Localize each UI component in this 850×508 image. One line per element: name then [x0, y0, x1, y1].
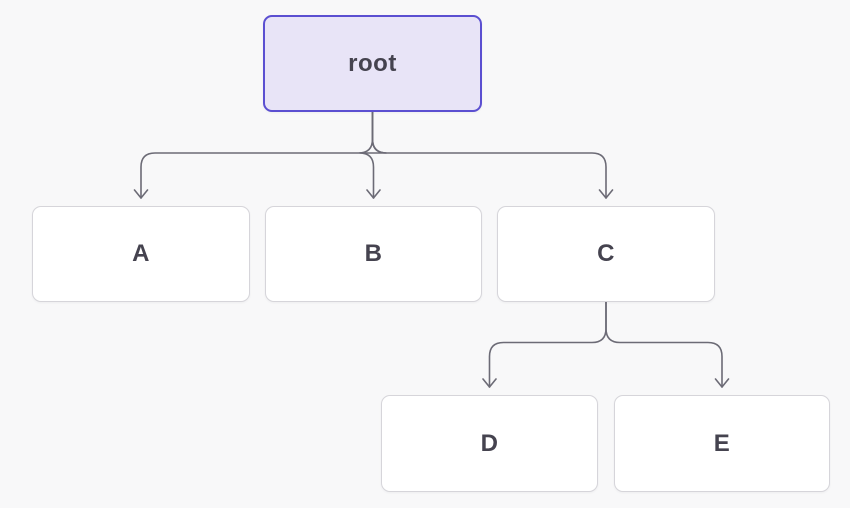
- node-d[interactable]: D: [381, 395, 598, 492]
- node-root[interactable]: root: [263, 15, 482, 112]
- node-b-label: B: [364, 240, 383, 267]
- node-c[interactable]: C: [497, 206, 715, 302]
- node-e[interactable]: E: [614, 395, 830, 492]
- node-a-label: A: [132, 240, 150, 267]
- edge-root-A: [133, 111, 374, 199]
- node-b[interactable]: B: [265, 206, 482, 302]
- edge-C-D: [482, 301, 607, 388]
- node-d-label: D: [480, 429, 499, 457]
- node-a[interactable]: A: [32, 206, 250, 302]
- edge-C-E: [605, 301, 730, 388]
- node-e-label: E: [713, 429, 731, 457]
- node-root-label: root: [348, 49, 397, 77]
- node-c-label: C: [597, 240, 615, 267]
- edge-root-C: [371, 111, 614, 199]
